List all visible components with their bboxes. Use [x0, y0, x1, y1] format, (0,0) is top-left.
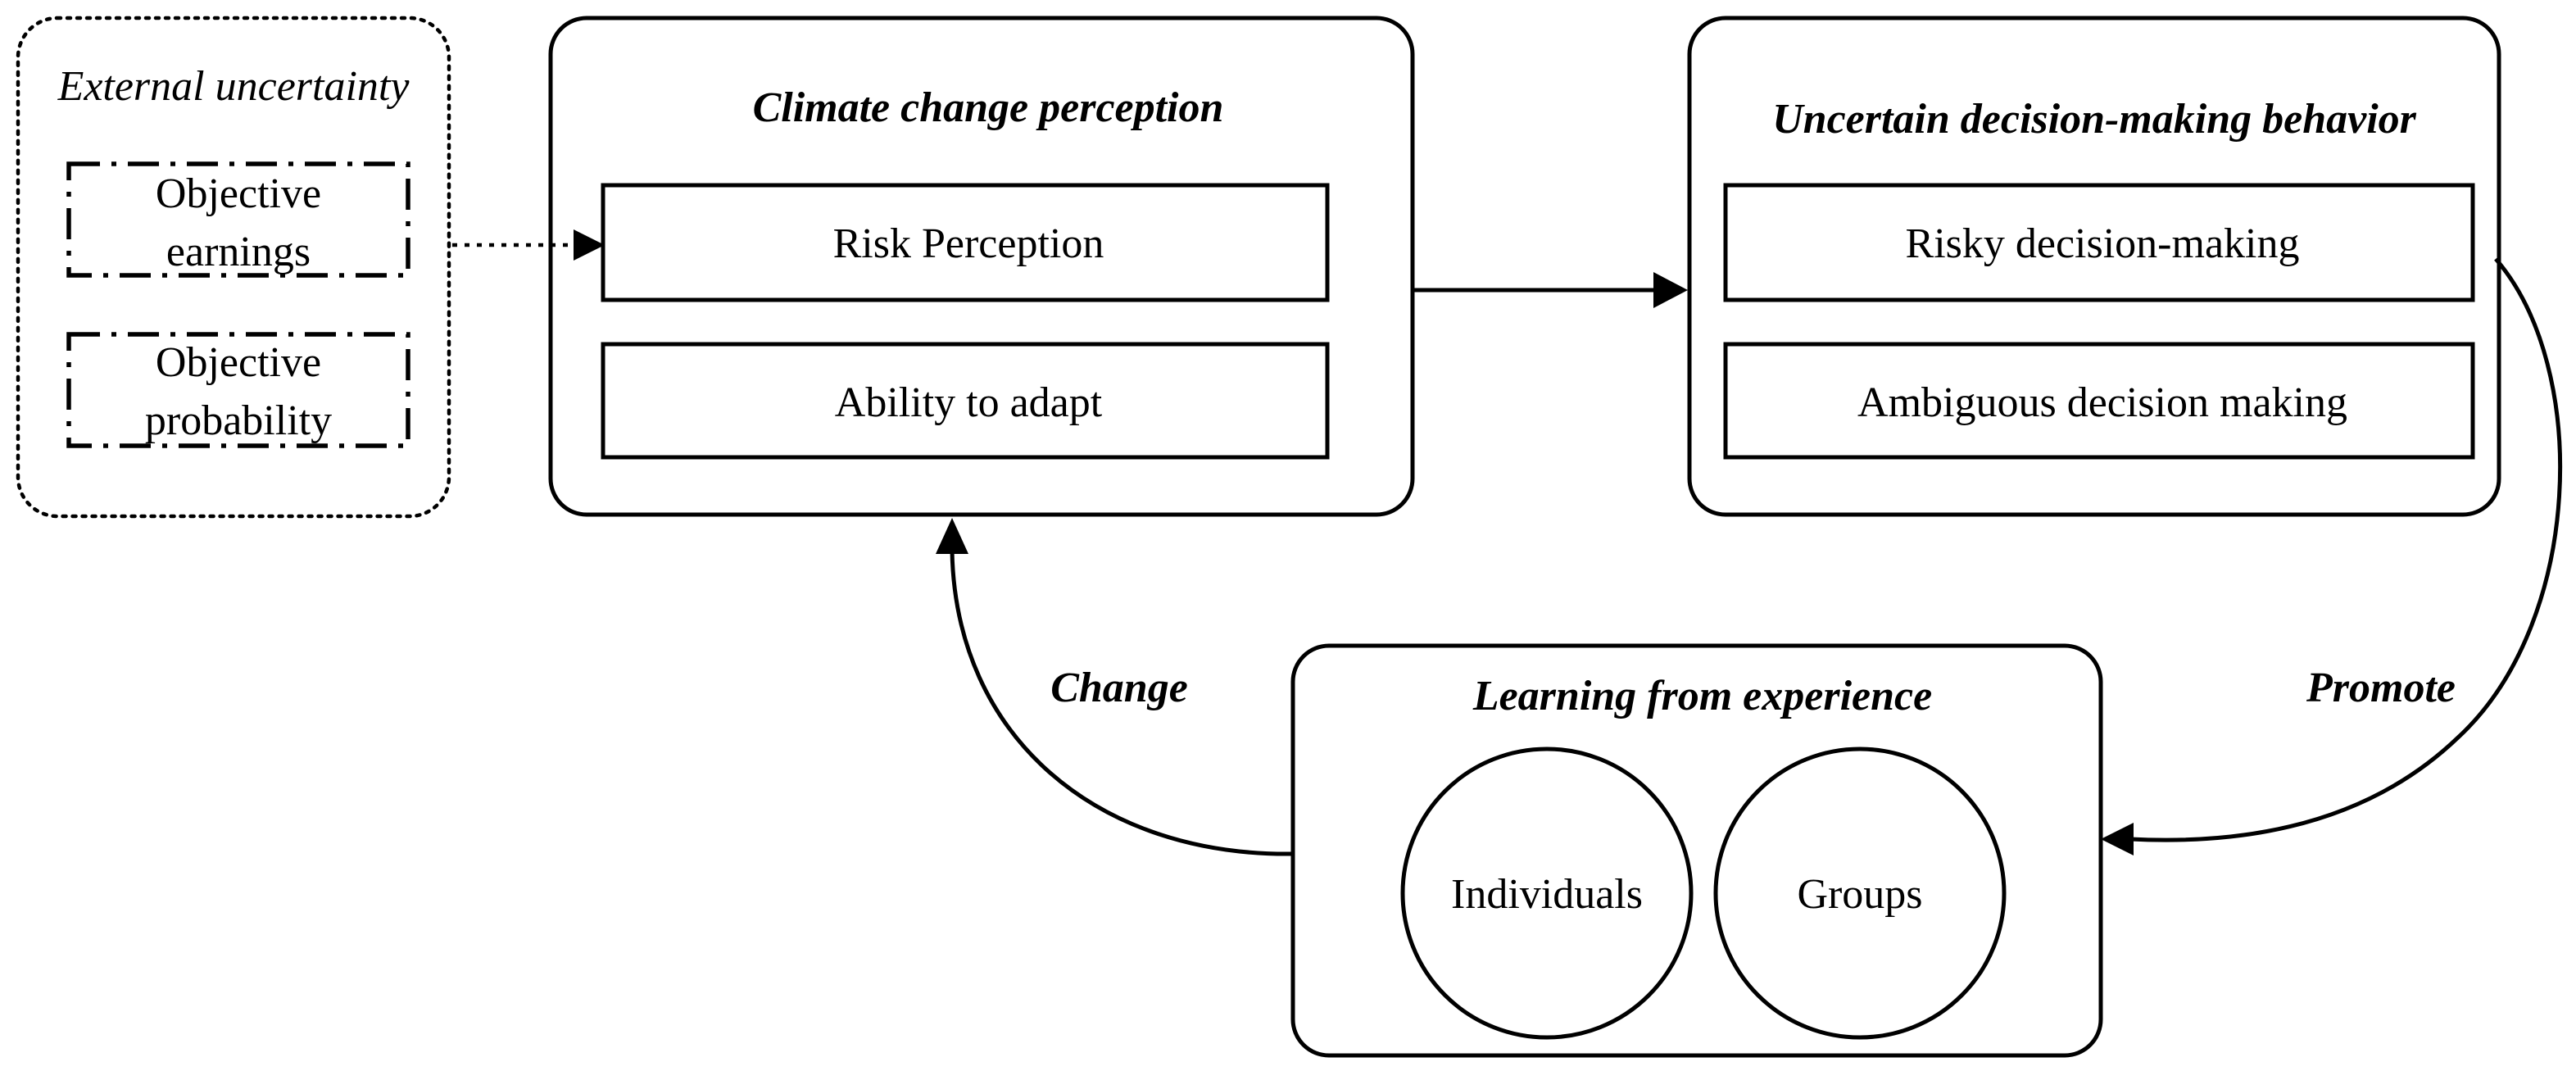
individuals-label: Individuals [1451, 871, 1643, 918]
learning-group: Learning from experience Individuals Gro… [1290, 643, 2103, 1058]
change-label: Change [1050, 665, 1188, 711]
individuals-circle [1400, 747, 1694, 1040]
change-arrowhead [936, 518, 968, 554]
learning-title: Learning from experience [1472, 673, 1932, 719]
promote-label: Promote [2306, 665, 2456, 711]
ability-to-adapt-label: Ability to adapt [835, 379, 1103, 426]
perception-to-decision-connector [1413, 272, 1688, 308]
external-uncertainty-group: External uncertainty Objective earnings … [16, 16, 451, 519]
groups-label: Groups [1797, 871, 1922, 918]
groups-circle [1713, 747, 2007, 1040]
objective-earnings-box [66, 161, 410, 278]
climate-change-perception-title: Climate change perception [753, 84, 1224, 131]
objective-probability-line1: Objective [156, 339, 321, 386]
ambiguous-decision-label: Ambiguous decision making [1857, 379, 2347, 426]
climate-change-perception-group: Climate change perception Risk Perceptio… [548, 16, 1415, 517]
promote-arrowhead [2101, 823, 2134, 855]
promote-curve [2129, 257, 2563, 842]
risk-perception-box [601, 183, 1330, 302]
risky-decision-box [1723, 183, 2475, 302]
objective-probability-line2: probability [145, 397, 332, 444]
external-uncertainty-frame [16, 16, 451, 519]
change-curve [950, 550, 1294, 856]
objective-earnings-line2: earnings [166, 229, 311, 275]
uncertainty-to-perception-connector [452, 229, 605, 261]
ambiguous-decision-box [1723, 342, 2475, 460]
decision-making-group: Uncertain decision-making behavior Risky… [1687, 16, 2501, 517]
perception-to-decision-arrowhead [1653, 272, 1688, 308]
change-connector: Change [936, 518, 1294, 856]
external-uncertainty-title: External uncertainty [57, 63, 410, 110]
decision-making-title: Uncertain decision-making behavior [1772, 96, 2417, 143]
ability-to-adapt-box [601, 342, 1330, 460]
risk-perception-label: Risk Perception [833, 220, 1104, 267]
objective-probability-box [66, 332, 410, 448]
uncertainty-to-perception-arrowhead [574, 229, 605, 261]
objective-earnings-line1: Objective [156, 170, 321, 217]
risky-decision-label: Risky decision-making [1906, 220, 2300, 267]
promote-connector: Promote [2101, 257, 2563, 855]
